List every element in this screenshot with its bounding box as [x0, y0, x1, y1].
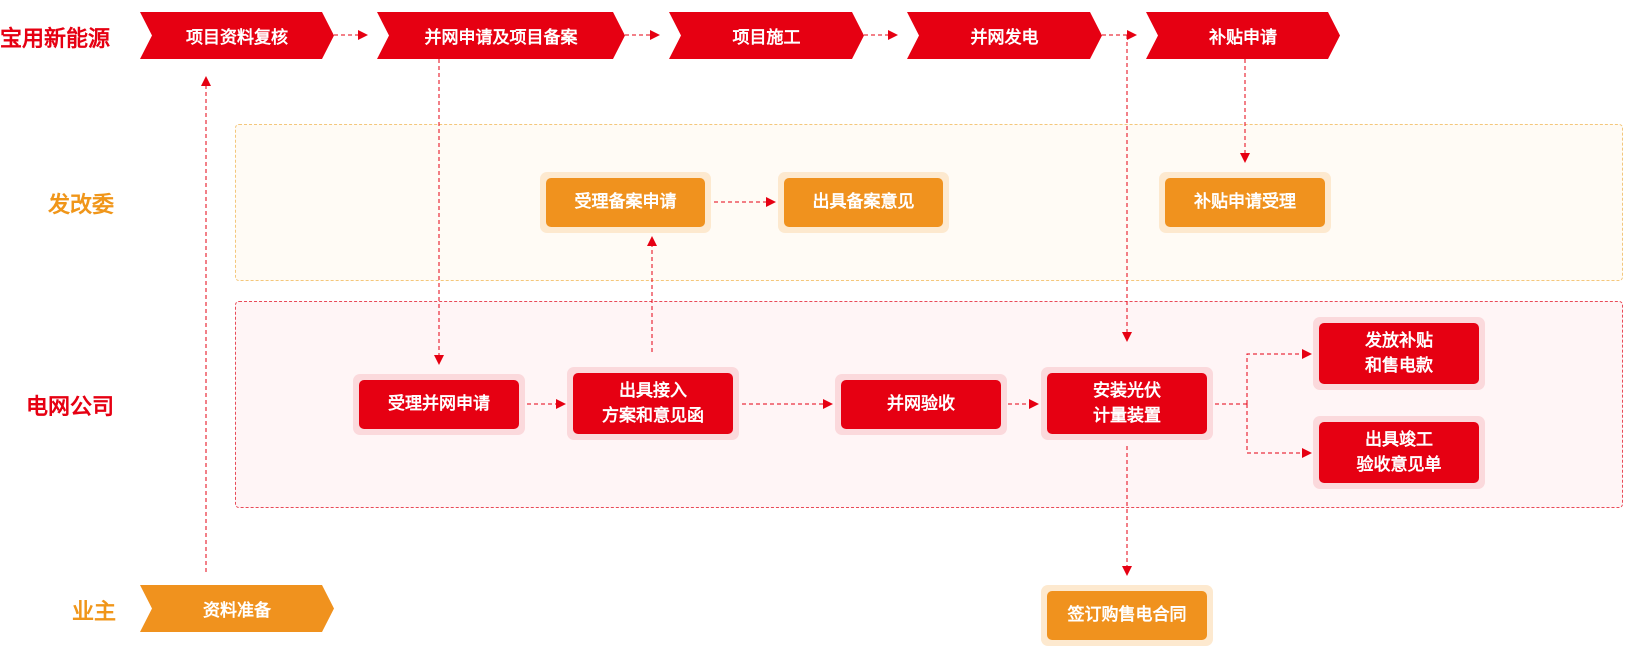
box-issue-filing: 出具备案意见 [778, 172, 949, 233]
lane-label-owner: 业主 [72, 600, 117, 625]
step-grid-power: 并网发电 [907, 12, 1102, 59]
box-subsidy-payment-line2: 和售电款 [1365, 355, 1433, 376]
box-subsidy-payment-line1: 发放补贴 [1365, 330, 1433, 351]
lane-label-fgw: 发改委 [48, 193, 115, 218]
lane-label-company: 宝用新能源 [0, 27, 111, 52]
box-accept-grid: 受理并网申请 [353, 374, 525, 435]
box-meter-install-line2: 计量装置 [1093, 405, 1161, 426]
box-subsidy-accept: 补贴申请受理 [1159, 172, 1331, 233]
box-access-plan-line1: 出具接入 [619, 380, 687, 401]
arrow-meter-to-completion [1246, 404, 1312, 458]
box-grid-acceptance: 并网验收 [835, 374, 1007, 435]
box-accept-filing: 受理备案申请 [540, 172, 711, 233]
box-issue-filing-label: 出具备案意见 [812, 192, 915, 212]
box-meter-install-line1: 安装光伏 [1093, 380, 1161, 401]
box-accept-grid-label: 受理并网申请 [388, 394, 490, 414]
box-accept-filing-label: 受理备案申请 [574, 192, 677, 212]
box-subsidy-accept-label: 补贴申请受理 [1194, 192, 1296, 212]
box-sign-contract: 签订购售电合同 [1041, 585, 1213, 646]
box-access-plan: 出具接入 方案和意见函 [567, 367, 739, 440]
box-completion-opinion-line1: 出具竣工 [1365, 429, 1433, 450]
box-sign-contract-label: 签订购售电合同 [1067, 605, 1187, 625]
step-material-prep: 资料准备 [140, 585, 334, 632]
box-grid-acceptance-label: 并网验收 [887, 394, 955, 414]
arrow-meter-to-subsidy [1246, 349, 1312, 404]
box-subsidy-payment: 发放补贴 和售电款 [1313, 317, 1485, 390]
box-completion-opinion-line2: 验收意见单 [1356, 454, 1442, 475]
lane-label-grid: 电网公司 [26, 395, 115, 420]
step-subsidy-application: 补贴申请 [1146, 12, 1340, 59]
step-project-review: 项目资料复核 [140, 12, 334, 59]
box-access-plan-line2: 方案和意见函 [602, 405, 704, 426]
box-meter-install: 安装光伏 计量装置 [1041, 367, 1213, 440]
step-grid-application: 并网申请及项目备案 [377, 12, 625, 59]
step-construction: 项目施工 [669, 12, 864, 59]
box-completion-opinion: 出具竣工 验收意见单 [1313, 416, 1485, 489]
